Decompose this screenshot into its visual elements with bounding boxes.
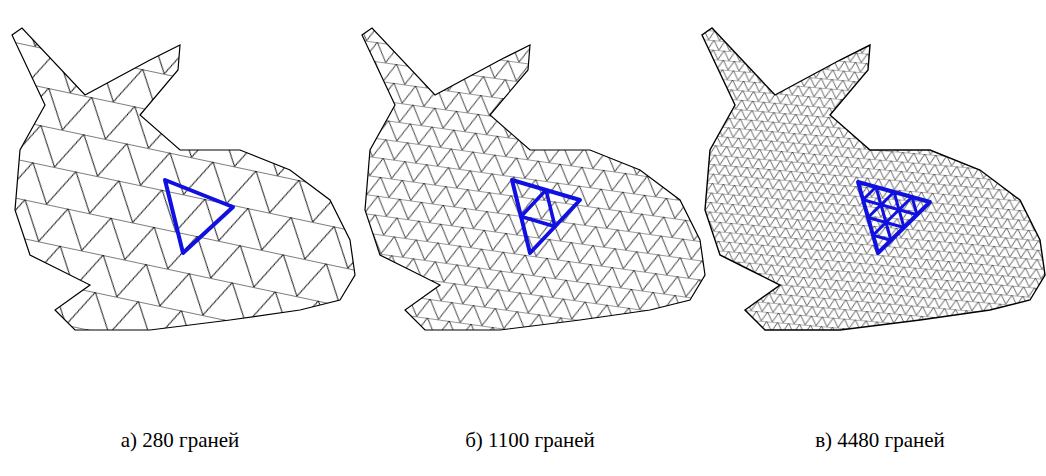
panel-caption: а) 280 граней	[121, 428, 240, 453]
panel-caption: б) 1100 граней	[465, 428, 595, 453]
bunny-b	[362, 28, 705, 330]
panel-caption: в) 4480 граней	[815, 428, 945, 453]
bunny-a	[12, 28, 355, 330]
bunny-c	[702, 28, 1045, 330]
